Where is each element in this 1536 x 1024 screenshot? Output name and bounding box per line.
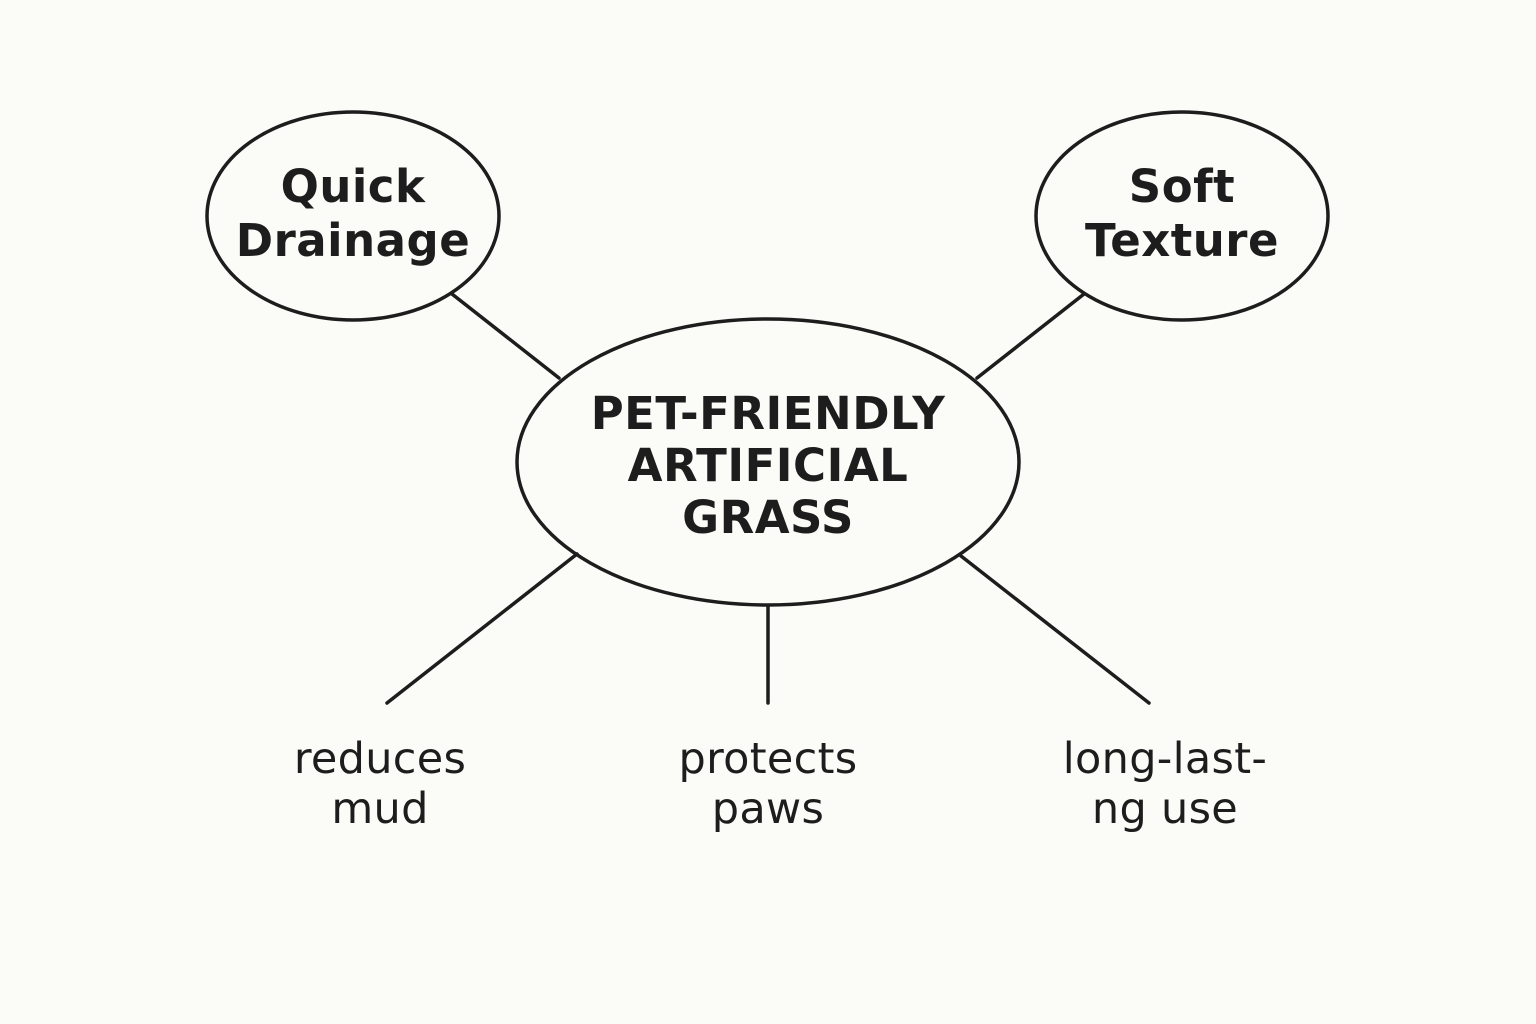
quick-drainage-label: Quick Drainage bbox=[223, 160, 483, 268]
protects-paws-label: protects paws bbox=[638, 734, 898, 835]
quick-drainage-line-1: Quick bbox=[280, 160, 426, 213]
center-line-3: GRASS bbox=[682, 491, 854, 545]
long-lasting-use-line-1: long-last- bbox=[1062, 734, 1268, 784]
reduces-mud-line-2: mud bbox=[331, 783, 429, 834]
connector-long-lasting-use bbox=[959, 554, 1151, 705]
center-node-ellipse bbox=[515, 317, 1021, 607]
quick-drainage-ellipse bbox=[205, 110, 501, 322]
soft-texture-line-2: Texture bbox=[1084, 214, 1280, 267]
connector-reduces-mud bbox=[385, 552, 579, 705]
quick-drainage-line-2: Drainage bbox=[235, 214, 471, 267]
long-lasting-use-line-2: ng use bbox=[1091, 783, 1239, 834]
soft-texture-label: Soft Texture bbox=[1052, 160, 1312, 268]
reduces-mud-label: reduces mud bbox=[250, 734, 510, 835]
long-lasting-use-label: long-last- ng use bbox=[1025, 734, 1305, 835]
connector-quick-drainage bbox=[450, 292, 561, 380]
protects-paws-line-1: protects bbox=[678, 734, 858, 784]
reduces-mud-line-1: reduces bbox=[293, 734, 467, 784]
soft-texture-line-1: Soft bbox=[1128, 160, 1236, 213]
center-line-2: ARTIFICIAL bbox=[627, 439, 909, 493]
center-node-label: PET-FRIENDLY ARTIFICIAL GRASS bbox=[568, 387, 968, 545]
protects-paws-line-2: paws bbox=[711, 783, 825, 834]
connector-soft-texture bbox=[975, 292, 1086, 380]
center-line-1: PET-FRIENDLY bbox=[590, 387, 946, 440]
soft-texture-ellipse bbox=[1034, 110, 1330, 322]
